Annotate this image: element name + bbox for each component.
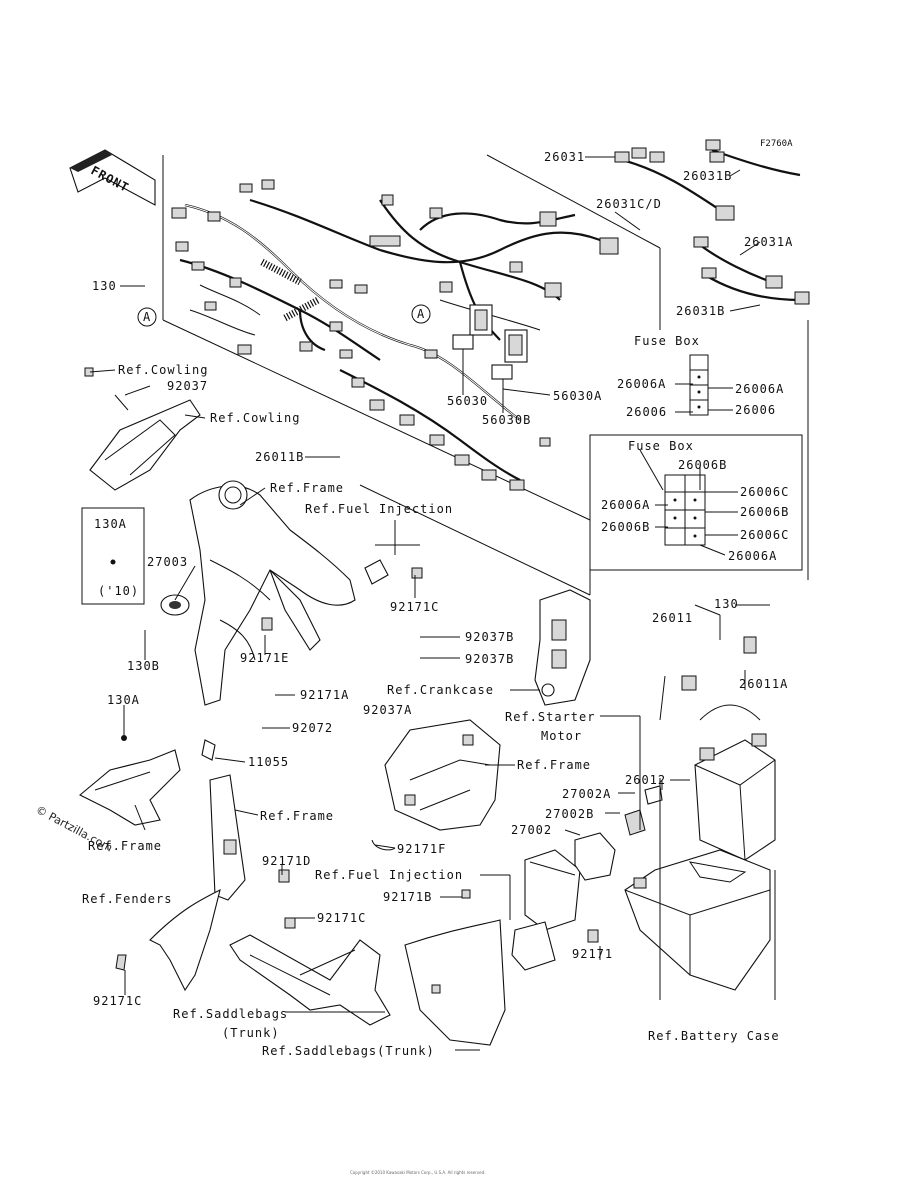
- label-26031B-low: 26031B: [676, 304, 725, 318]
- fuse-box-2-title: Fuse Box: [628, 439, 694, 453]
- fuse-box-2: [589, 434, 803, 571]
- fuse-box-1: [689, 354, 709, 416]
- fuse2-label-26006C-r2: 26006C: [740, 528, 789, 542]
- label-92037A: 92037A: [363, 703, 412, 717]
- fuse2-label-26006B-top: 26006B: [678, 458, 727, 472]
- label-92171F: 92171F: [397, 842, 446, 856]
- label-ref-starter-1: Ref.Starter: [505, 710, 595, 724]
- fuse-label-26006-left: 26006: [626, 405, 667, 419]
- part-labels: F2760A 26031 26031B 26031C/D 26031A 2603…: [82, 139, 793, 1058]
- fuse2-label-26006C-r1: 26006C: [740, 485, 789, 499]
- label-ref-fuel-inj-2: Ref.Fuel Injection: [315, 868, 463, 882]
- label-92171B: 92171B: [383, 890, 432, 904]
- leader-lines: [89, 156, 776, 1051]
- label-ref-saddlebags-1a: Ref.Saddlebags: [173, 1007, 288, 1021]
- label-26031B-top: 26031B: [683, 169, 732, 183]
- label-27002A: 27002A: [562, 787, 611, 801]
- label-ref-crankcase: Ref.Crankcase: [387, 683, 494, 697]
- label-ref-frame-4: Ref.Frame: [88, 839, 162, 853]
- label-92037B-2: 92037B: [465, 652, 514, 666]
- saddlebag-panel: [404, 889, 506, 1046]
- label-92171C-1: 92171C: [390, 600, 439, 614]
- rear-fender: [115, 888, 221, 992]
- label-ref-fenders: Ref.Fenders: [82, 892, 172, 906]
- frame-rail: [209, 774, 290, 901]
- label-27002B: 27002B: [545, 807, 594, 821]
- label-130A-box: 130A: [94, 517, 127, 531]
- label-56030: 56030: [447, 394, 488, 408]
- fuse-box-1-title: Fuse Box: [634, 334, 700, 348]
- battery: [659, 636, 776, 861]
- label-92171E: 92171E: [240, 651, 289, 665]
- fastener-130A-box: [81, 507, 145, 605]
- label-92072: 92072: [292, 721, 333, 735]
- label-ref-battery-case: Ref.Battery Case: [648, 1029, 780, 1043]
- label-130B: 130B: [127, 659, 160, 673]
- label-92037B-1: 92037B: [465, 630, 514, 644]
- label-92037: 92037: [167, 379, 208, 393]
- ref-circle-a-2-label: A: [417, 307, 425, 321]
- relay-56030: [452, 304, 551, 413]
- label-130A: 130A: [107, 693, 140, 707]
- label-26011: 26011: [652, 611, 693, 625]
- label-92171A: 92171A: [300, 688, 349, 702]
- fuse-label-26006A-right: 26006A: [735, 382, 784, 396]
- front-arrow: FRONT: [69, 149, 156, 206]
- label-27003: 27003: [147, 555, 188, 569]
- ref-circle-a-1: A: [137, 307, 157, 327]
- fuse-label-26006-right: 26006: [735, 403, 776, 417]
- label-26011A: 26011A: [739, 677, 788, 691]
- label-56030A: 56030A: [553, 389, 602, 403]
- label-ref-cowling-2: Ref.Cowling: [210, 411, 300, 425]
- label-130A-year: ('10): [98, 584, 139, 598]
- label-92171: 92171: [572, 947, 613, 961]
- label-11055: 11055: [248, 755, 289, 769]
- engine-cover: [371, 719, 501, 851]
- copyright-footer: Copyright ©2010 Kawasaki Motors Corp., U…: [350, 1170, 485, 1175]
- fuse2-label-26006B-left: 26006B: [601, 520, 650, 534]
- main-wiring-harness: [171, 179, 619, 491]
- label-26011B: 26011B: [255, 450, 304, 464]
- label-56030B: 56030B: [482, 413, 531, 427]
- ref-circle-a-1-label: A: [143, 310, 151, 324]
- fuse2-label-26006A-bottom: 26006A: [728, 549, 777, 563]
- sub-harness-26031: [614, 139, 810, 305]
- label-ref-starter-2: Motor: [541, 729, 582, 743]
- fuse2-label-26006A-left: 26006A: [601, 498, 650, 512]
- label-ref-fuel-inj-1: Ref.Fuel Injection: [305, 502, 453, 516]
- watermark: © Partzilla.com: [34, 803, 115, 854]
- label-ref-cowling-1: Ref.Cowling: [118, 363, 208, 377]
- label-130-right: 130: [714, 597, 739, 611]
- label-130-top: 130: [92, 279, 117, 293]
- label-ref-saddlebags-1b: (Trunk): [222, 1026, 280, 1040]
- label-27002: 27002: [511, 823, 552, 837]
- frame-assembly: [160, 480, 423, 706]
- fuse2-label-26006B-r: 26006B: [740, 505, 789, 519]
- battery-case: [624, 849, 771, 991]
- label-26012: 26012: [625, 773, 666, 787]
- label-ref-frame-2: Ref.Frame: [517, 758, 591, 772]
- label-ref-frame-1: Ref.Frame: [270, 481, 344, 495]
- ref-circle-a-2: A: [411, 304, 431, 324]
- crankcase-part: [534, 589, 591, 706]
- label-26031CD: 26031C/D: [596, 197, 662, 211]
- label-92171D: 92171D: [262, 854, 311, 868]
- label-ref-saddlebags-2: Ref.Saddlebags(Trunk): [262, 1044, 435, 1058]
- figure-code: F2760A: [760, 139, 793, 149]
- bracket-11055: [79, 735, 216, 826]
- label-92171C-2: 92171C: [317, 911, 366, 925]
- fuse-label-26006A-left: 26006A: [617, 377, 666, 391]
- label-26031: 26031: [544, 150, 585, 164]
- label-92171C-3: 92171C: [93, 994, 142, 1008]
- label-ref-frame-3: Ref.Frame: [260, 809, 334, 823]
- label-26031A: 26031A: [744, 235, 793, 249]
